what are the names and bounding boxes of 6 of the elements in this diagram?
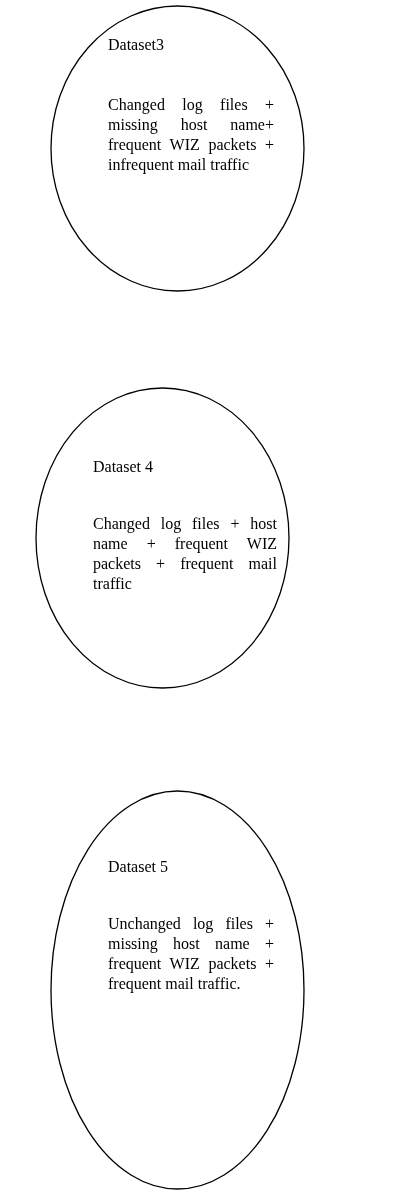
dataset-title: Dataset 4	[93, 457, 154, 477]
dataset-description: Changed log files + missing host name+ frequent WIZ packets + infrequent mail traffic	[108, 95, 274, 175]
dataset-title: Dataset 5	[108, 857, 169, 877]
dataset-description: Changed log files + host name + frequent WIZ packets + frequent mail traffic	[93, 514, 277, 594]
dataset-title: Dataset3	[108, 35, 165, 55]
dataset-description: Unchanged log files + missing host name + frequent WIZ packets + frequent mail traffic.	[108, 914, 274, 994]
